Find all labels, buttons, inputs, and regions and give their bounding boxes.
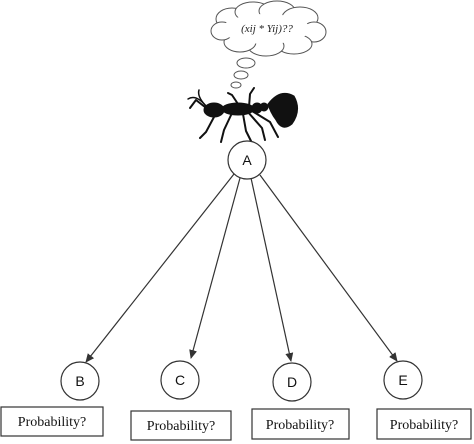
edges (85, 173, 398, 363)
node-e: E (383, 360, 423, 400)
thought-trail (230, 57, 256, 89)
node-d-label: D (287, 374, 297, 390)
probability-box-e: Probability? (376, 408, 472, 440)
probability-label-e: Probability? (390, 418, 458, 433)
probability-box-c: Probability? (130, 410, 232, 441)
edge-a-e (259, 174, 398, 362)
edge-a-b (85, 173, 235, 363)
node-c: C (160, 360, 200, 400)
probability-label-d: Probability? (266, 418, 334, 433)
probability-label-b: Probability? (18, 415, 86, 430)
probability-box-b: Probability? (0, 406, 104, 437)
thought-bubble: (xij * Yij)?? (210, 0, 327, 89)
thought-formula: (xij * Yij)?? (241, 23, 293, 35)
node-d: D (272, 362, 312, 402)
probability-label-c: Probability? (147, 419, 215, 434)
edge-a-c (189, 177, 241, 359)
node-e-label: E (398, 372, 407, 388)
node-b: B (60, 361, 100, 401)
ant-icon (187, 87, 298, 144)
node-c-label: C (175, 372, 185, 388)
probability-box-d: Probability? (251, 408, 350, 440)
thought-cloud (210, 0, 327, 57)
edge-a-d (250, 177, 294, 362)
node-a-label: A (242, 152, 252, 168)
node-a: A (227, 140, 267, 180)
node-b-label: B (75, 373, 84, 389)
